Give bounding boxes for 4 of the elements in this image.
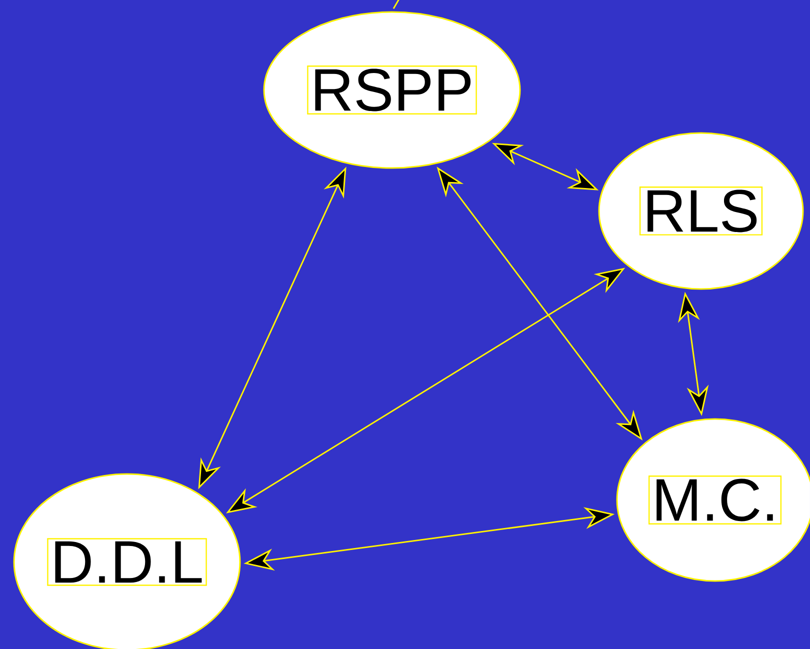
ellipse-node: M.C. bbox=[616, 418, 810, 582]
ellipse-node: D.D.L bbox=[13, 473, 241, 649]
ellipse-node: RSPP bbox=[263, 11, 521, 169]
ellipse-node: RLS bbox=[598, 132, 804, 290]
